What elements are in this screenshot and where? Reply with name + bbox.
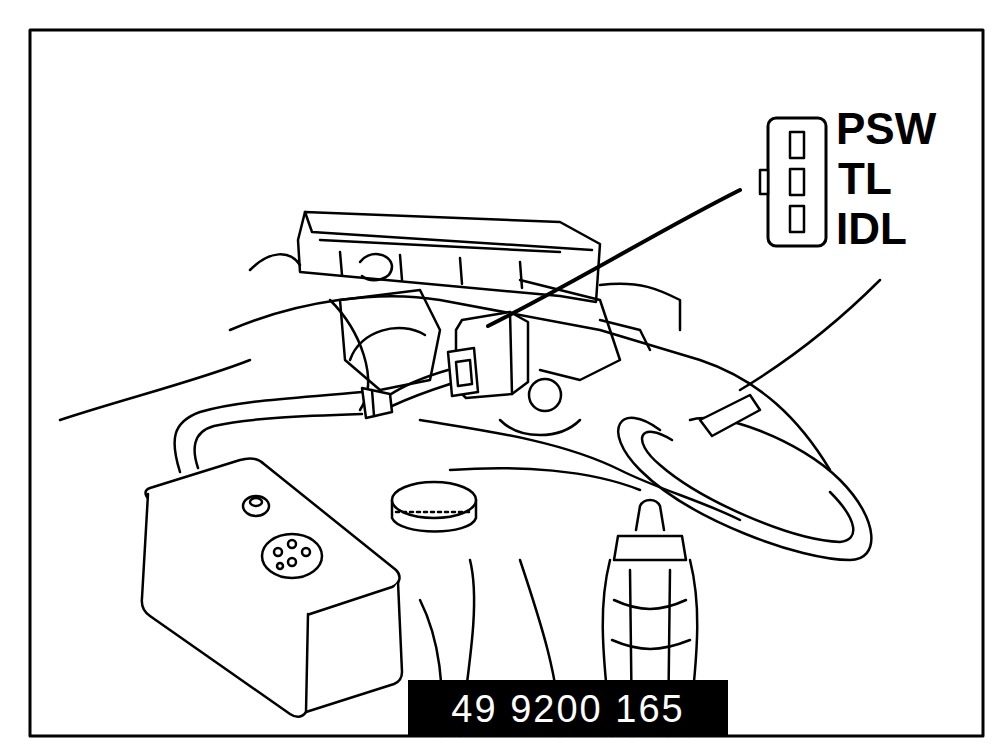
tester-box <box>142 458 402 716</box>
tester-harness <box>175 370 450 472</box>
pin-name: PSW <box>836 106 936 152</box>
vacuum-hose <box>618 280 880 560</box>
tool-number: 49 9200 165 <box>451 687 684 731</box>
engine-body <box>60 254 830 736</box>
tool-number-plate: 49 9200 165 <box>408 680 728 737</box>
pin-name: TL <box>838 156 892 202</box>
connector-pinout-symbol <box>760 118 826 246</box>
filler-cap <box>392 482 476 532</box>
pin-name: IDL <box>836 206 907 252</box>
leader-line <box>488 190 740 326</box>
figure-frame <box>30 30 983 736</box>
